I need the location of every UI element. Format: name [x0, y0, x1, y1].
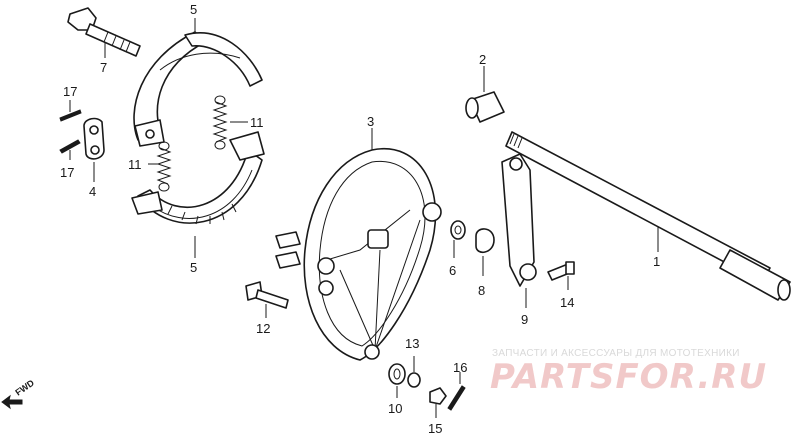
- callout-14: 14: [560, 295, 574, 310]
- fwd-arrow-icon: FWD: [1, 377, 36, 410]
- anchor-plate: [83, 117, 105, 160]
- brake-shoe-lower: [131, 131, 265, 225]
- watermark-tagline: ЗАПЧАСТИ И АКСЕССУАРЫ ДЛЯ МОТОТЕХНИКИ: [492, 348, 740, 359]
- callout-17-upper: 17: [63, 84, 77, 99]
- anchor-pin: [447, 385, 466, 411]
- callout-5-lower: 5: [190, 260, 197, 275]
- small-washer: [407, 372, 421, 388]
- brake-panel: [275, 147, 442, 361]
- arm-bolt: [547, 261, 575, 281]
- cotter-pin-lower: [59, 139, 81, 154]
- callout-1: 1: [653, 254, 660, 269]
- cotter-pin-upper: [59, 109, 82, 122]
- callout-11-lower: 11: [128, 157, 142, 172]
- callout-11-upper: 11: [250, 115, 264, 130]
- callout-6: 6: [449, 263, 456, 278]
- brake-shoe-upper: [133, 31, 263, 147]
- return-spring-lower: [156, 141, 172, 192]
- callout-5-upper: 5: [190, 2, 197, 17]
- brake-cam: [67, 7, 141, 57]
- callout-7: 7: [100, 60, 107, 75]
- washer: [450, 220, 466, 240]
- anchor-bolt: [245, 281, 289, 309]
- callout-8: 8: [478, 283, 485, 298]
- callout-3: 3: [367, 114, 374, 129]
- callout-2: 2: [479, 52, 486, 67]
- return-spring-upper: [212, 95, 228, 150]
- axle: [505, 131, 791, 301]
- fwd-label: FWD: [13, 377, 36, 397]
- callout-9: 9: [521, 312, 528, 327]
- callout-13: 13: [405, 336, 419, 351]
- dust-seal: [475, 228, 495, 253]
- callout-17-lower: 17: [60, 165, 74, 180]
- lock-nut: [429, 387, 447, 405]
- callout-16: 16: [453, 360, 467, 375]
- callout-4: 4: [89, 184, 96, 199]
- callout-10: 10: [388, 401, 402, 416]
- callout-12: 12: [256, 321, 270, 336]
- collar: [465, 91, 505, 123]
- seal-ring: [388, 363, 406, 385]
- brake-arm: [501, 153, 537, 287]
- callout-15: 15: [428, 421, 442, 436]
- watermark-brand: PARTSFOR.RU: [490, 357, 767, 397]
